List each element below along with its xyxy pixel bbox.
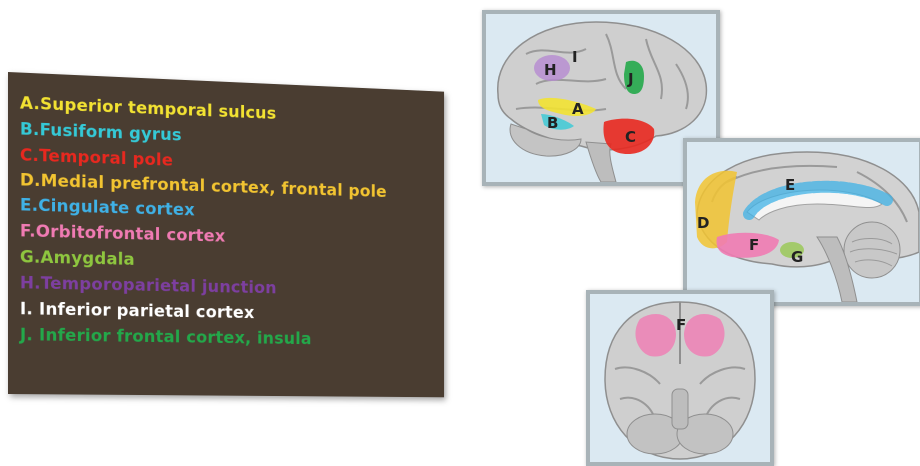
label-j: J [627, 70, 634, 88]
label-a: A [572, 100, 584, 118]
ventral-brain-view: F [586, 290, 774, 466]
region-f-left [635, 314, 676, 357]
legend-item-j: J. Inferior frontal cortex, insula [20, 322, 437, 353]
label-f: F [749, 236, 759, 254]
ventral-brainstem [672, 389, 688, 429]
label-f: F [676, 316, 686, 334]
medial-cerebellum [844, 222, 900, 278]
region-j [624, 61, 644, 94]
region-legend: A.Superior temporal sulcus B.Fusiform gy… [8, 72, 444, 397]
label-i: I [572, 48, 578, 66]
region-f-right [684, 314, 725, 357]
medial-brain-view: E D F G [683, 138, 920, 306]
label-d: D [697, 214, 709, 232]
label-e: E [785, 176, 795, 194]
label-c: C [625, 128, 636, 146]
label-h: H [544, 61, 557, 79]
label-b: B [547, 114, 558, 132]
label-g: G [791, 248, 803, 266]
